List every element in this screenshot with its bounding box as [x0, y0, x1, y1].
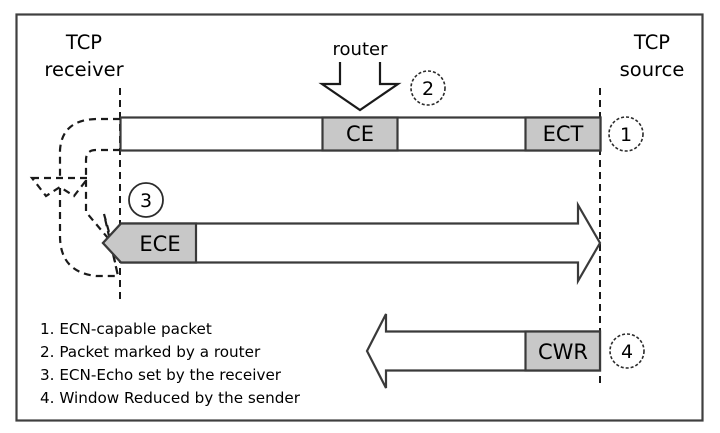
marker-2-circle — [410, 70, 446, 106]
marker-3-label: 3 — [140, 190, 152, 212]
ece-packet-field-ece-label: ECE — [139, 232, 180, 256]
ece-packet: ECE — [101, 200, 602, 286]
marker-1-circle — [608, 116, 644, 152]
receiver-feedback-loop — [29, 117, 120, 278]
marker-4-circle — [609, 333, 645, 369]
marker-3-circle — [128, 182, 164, 218]
forward-packet-field-ect-label: ECT — [543, 122, 584, 146]
forward-packet-field-ce — [321, 116, 399, 152]
receiver-label-line1: TCP — [65, 31, 102, 54]
feedback-loop-arrowhead-lower — [84, 204, 120, 277]
legend-item-3: 3. ECN-Echo set by the receiver — [40, 366, 282, 384]
legend-item-2: 2. Packet marked by a router — [40, 343, 261, 361]
feedback-loop-return-path — [58, 188, 118, 278]
ece-packet-field-ece — [101, 222, 198, 264]
source-label-line1: TCP — [633, 31, 670, 54]
legend: 1. ECN-capable packet 2. Packet marked b… — [40, 320, 301, 407]
marker-4: 4 — [609, 333, 645, 369]
marker-2: 2 — [410, 70, 446, 106]
cwr-packet: CWR — [365, 313, 602, 389]
cwr-packet-field-cwr-label: CWR — [538, 340, 588, 364]
marker-4-label: 4 — [621, 341, 633, 363]
feedback-loop-inner-path — [84, 148, 120, 204]
router-label: router — [333, 39, 389, 60]
legend-item-1: 1. ECN-capable packet — [40, 320, 212, 338]
forward-packet: CE ECT — [119, 116, 602, 152]
feedback-loop-arrowhead-upper — [29, 176, 91, 198]
forward-packet-field-ect — [524, 116, 602, 152]
source-label-line2: source — [620, 58, 685, 81]
forward-packet-field-ce-label: CE — [346, 122, 374, 146]
feedback-loop-upper-path — [58, 117, 120, 178]
cwr-packet-field-cwr — [524, 330, 602, 372]
legend-item-4: 4. Window Reduced by the sender — [40, 389, 301, 407]
router-arrow-icon — [318, 62, 402, 112]
marker-2-label: 2 — [422, 78, 434, 100]
marker-3: 3 — [128, 182, 164, 218]
receiver-label-line2: receiver — [44, 58, 124, 81]
marker-1: 1 — [608, 116, 644, 152]
marker-1-label: 1 — [620, 124, 632, 146]
